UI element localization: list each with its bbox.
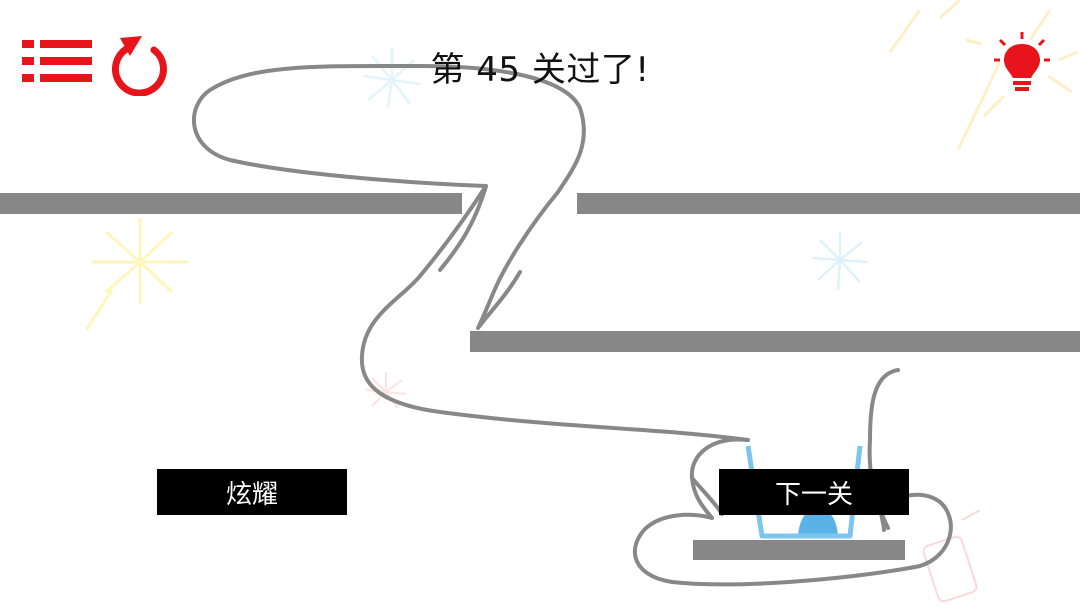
firework-decoration-left [84,218,188,331]
platform-top-right [577,193,1080,214]
firework-decoration-center [363,48,421,109]
menu-list-icon [22,40,92,82]
platform-bottom [693,540,905,560]
lightbulb-icon [994,32,1050,91]
restart-icon [112,36,167,97]
show-off-button[interactable]: 炫耀 [157,469,347,515]
level-complete-title: 第 45 关过了! [430,50,650,90]
platform-top-left [0,193,462,214]
hint-button[interactable] [994,32,1050,94]
platform-middle [470,331,1080,352]
water-drop [798,508,838,536]
restart-button[interactable] [112,34,172,97]
menu-button[interactable] [22,37,92,91]
next-level-button[interactable]: 下一关 [719,469,909,515]
firework-decoration-top-right [888,0,1079,151]
firework-decoration-right [811,232,869,291]
